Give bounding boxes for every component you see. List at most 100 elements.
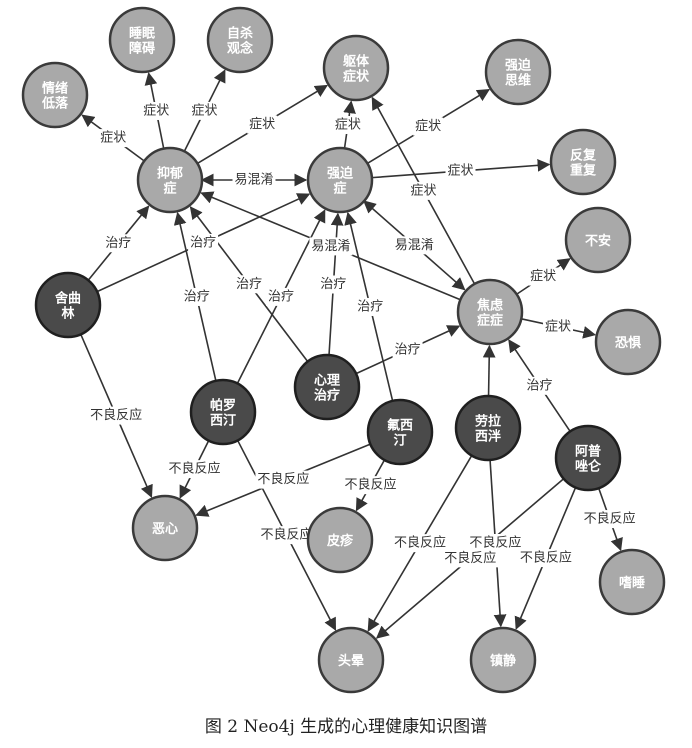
edge-label-background [543, 317, 574, 336]
node-pizhen[interactable]: 皮疹 [306, 506, 374, 574]
node-label: 西汀 [210, 413, 236, 429]
node-label: 西泮 [475, 429, 501, 445]
edge-label: 症状 [100, 131, 126, 146]
node-label: 症 [163, 181, 176, 197]
node-label: 症 [333, 181, 346, 197]
edge-label: 症状 [335, 117, 361, 132]
node-zhenjing[interactable]: 镇静 [469, 626, 537, 694]
edge-label: 治疗 [236, 277, 262, 292]
edge-label-background [528, 267, 559, 286]
node-circle[interactable] [484, 38, 552, 106]
node-circle[interactable] [454, 394, 522, 462]
edge-label-background [247, 115, 278, 134]
node-fuxi[interactable]: 氟西汀 [366, 398, 434, 466]
node-qiangpo[interactable]: 强迫症 [306, 146, 374, 214]
node-circle[interactable] [564, 206, 632, 274]
node-label: 强迫 [505, 58, 532, 74]
edge-label: 不良反应 [444, 550, 496, 566]
edge-label-background [258, 526, 315, 545]
node-circle[interactable] [189, 378, 257, 446]
node-circle[interactable] [549, 128, 617, 196]
edge-label-background [166, 460, 223, 479]
node-label: 头晕 [338, 653, 364, 669]
node-exin[interactable]: 恶心 [131, 494, 199, 562]
edge-label: 症状 [530, 269, 556, 284]
node-label: 氟西 [387, 418, 413, 434]
node-touyun[interactable]: 头晕 [317, 626, 385, 694]
edge-label: 症状 [249, 117, 275, 132]
node-label: 强迫 [327, 166, 354, 182]
node-label: 躯体 [342, 54, 370, 70]
edge-label: 不良反应 [520, 550, 572, 566]
edge-label: 治疗 [190, 235, 216, 250]
node-label: 反复 [570, 148, 597, 164]
edge-label: 不良反应 [344, 477, 396, 493]
node-label: 障碍 [129, 41, 155, 57]
edge-label-background [98, 129, 129, 148]
node-label: 重复 [570, 163, 597, 179]
node-circle[interactable] [322, 34, 390, 102]
node-circle[interactable] [306, 506, 374, 574]
node-label: 阿普 [575, 444, 601, 460]
edge-label-background [355, 297, 386, 316]
node-label: 帕罗 [210, 398, 236, 414]
edge-label-background [141, 101, 172, 120]
edge-label-background [266, 287, 297, 306]
edge-label: 治疗 [105, 236, 131, 251]
edge-label-background [318, 275, 349, 294]
edge-laola-jiaolv [482, 344, 496, 397]
node-circle[interactable] [366, 398, 434, 466]
node-yiyu[interactable]: 抑郁症 [136, 146, 204, 214]
node-circle[interactable] [594, 308, 662, 376]
edge-label-background [445, 162, 476, 181]
node-circle[interactable] [306, 146, 374, 214]
node-circle[interactable] [317, 626, 385, 694]
edge-label-background [88, 406, 145, 425]
edge-label-background [392, 340, 423, 359]
node-circle[interactable] [456, 278, 524, 346]
edge-label: 症状 [415, 119, 441, 134]
node-circle[interactable] [34, 271, 102, 339]
node-label: 劳拉 [475, 414, 501, 430]
edge-label-background [392, 236, 436, 255]
edge-label: 易混淆 [311, 239, 350, 254]
node-label: 林 [61, 306, 74, 322]
node-kongju[interactable]: 恐惧 [594, 308, 662, 376]
node-label: 思维 [505, 73, 531, 89]
edge-label: 治疗 [184, 289, 210, 304]
node-label: 舍曲 [55, 291, 81, 307]
node-circle[interactable] [469, 626, 537, 694]
node-label: 症状 [343, 69, 370, 85]
node-label: 情绪 [42, 81, 68, 97]
node-label: 镇静 [490, 653, 516, 669]
node-circle[interactable] [293, 353, 361, 421]
node-shishui[interactable]: 嗜睡 [598, 548, 666, 616]
node-circle[interactable] [21, 61, 89, 129]
node-label: 症症 [477, 313, 503, 329]
figure-caption: 图 2 Neo4j 生成的心理健康知识图谱 [204, 717, 488, 737]
node-circle[interactable] [206, 6, 274, 74]
node-circle[interactable] [598, 548, 666, 616]
node-circle[interactable] [136, 146, 204, 214]
node-label: 低落 [41, 96, 69, 112]
node-buan[interactable]: 不安 [564, 206, 632, 274]
edge-label: 不良反应 [584, 511, 636, 527]
edge-label-background [342, 476, 399, 495]
node-hanqulin[interactable]: 舍曲林 [34, 271, 102, 339]
node-circle[interactable] [131, 494, 199, 562]
node-circle[interactable] [554, 424, 622, 492]
node-label: 恶心 [152, 522, 178, 537]
edge-label: 治疗 [357, 299, 383, 314]
node-circle[interactable] [108, 6, 176, 74]
